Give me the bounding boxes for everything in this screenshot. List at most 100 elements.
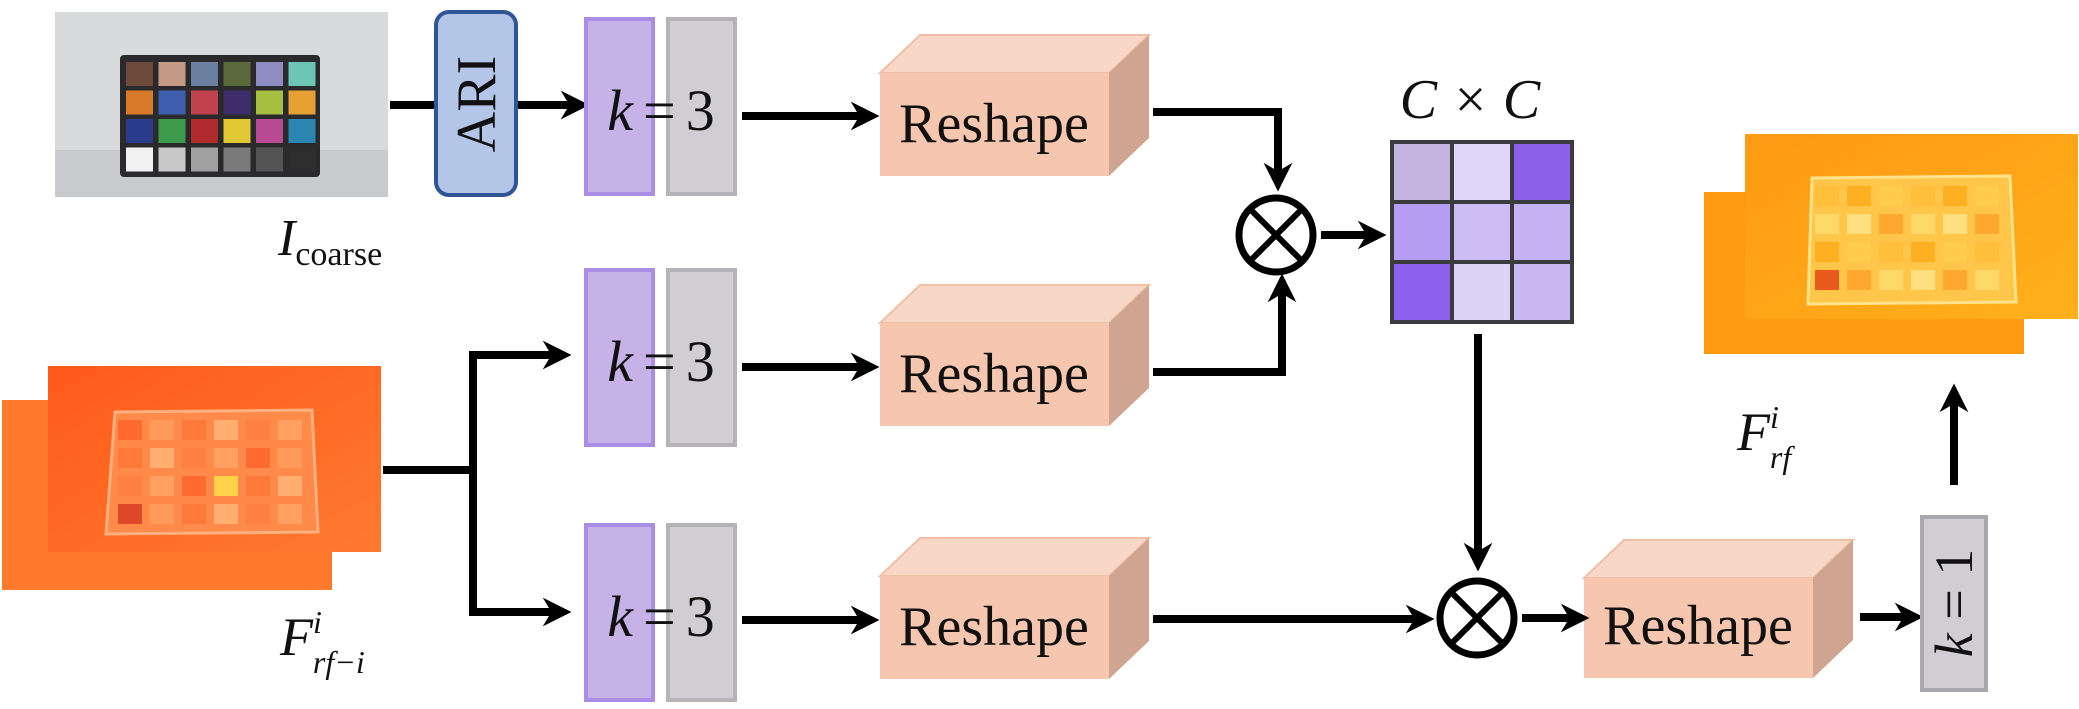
coarse-input-image xyxy=(55,12,388,197)
output-patch xyxy=(1847,270,1871,290)
output-patch xyxy=(1879,214,1903,234)
feature-patch xyxy=(246,448,270,468)
feature-patch xyxy=(182,420,206,440)
feature-patch xyxy=(246,420,270,440)
matrix-cell xyxy=(1450,140,1514,204)
matrix-cell xyxy=(1510,140,1574,204)
reshape-block-output: Reshape xyxy=(1581,539,1856,678)
output-patch xyxy=(1975,214,1999,234)
output-patch xyxy=(1943,186,1967,206)
svg-text:Reshape: Reshape xyxy=(899,596,1089,658)
output-patch xyxy=(1847,186,1871,206)
checker-swatch xyxy=(126,119,153,143)
output-patch xyxy=(1847,214,1871,234)
output-patch xyxy=(1879,186,1903,206)
feature-patch xyxy=(150,504,174,524)
output-patch xyxy=(1943,214,1967,234)
feature-patch xyxy=(118,504,142,524)
conv-k1-block: k = 1 xyxy=(1920,515,1988,692)
feature-patch xyxy=(278,420,302,440)
matrix-cell xyxy=(1390,200,1454,264)
matmul-operator-top xyxy=(1235,194,1317,276)
matrix-cell xyxy=(1450,200,1514,264)
feature-patch xyxy=(246,504,270,524)
checker-swatch xyxy=(256,119,283,143)
matrix-cell xyxy=(1390,140,1454,204)
matrix-cell xyxy=(1510,200,1574,264)
output-patch xyxy=(1815,270,1839,290)
checker-swatch xyxy=(191,147,218,172)
svg-text:k=3: k=3 xyxy=(607,584,714,649)
output-patch xyxy=(1943,270,1967,290)
feature-patch xyxy=(278,504,302,524)
checker-swatch xyxy=(256,62,283,86)
checker-swatch xyxy=(158,119,186,143)
cxc-attention-matrix xyxy=(1390,140,1574,324)
output-patch xyxy=(1847,242,1871,262)
arrow-feature-to-conv3 xyxy=(469,470,572,627)
feature-patch xyxy=(246,476,270,496)
coarse-label: Icoarse xyxy=(277,210,382,273)
output-feature-image xyxy=(1704,134,2078,354)
feature-patch xyxy=(150,448,174,468)
checker-swatch xyxy=(288,147,316,172)
checker-swatch xyxy=(158,90,186,115)
checker-swatch xyxy=(223,119,251,143)
output-patch xyxy=(1815,186,1839,206)
matrix-label: C × C xyxy=(1400,69,1541,131)
checker-swatch xyxy=(223,62,251,86)
arrow-reshape2-to-mult1 xyxy=(1153,273,1297,376)
svg-text:k=3: k=3 xyxy=(607,78,714,143)
checker-swatch xyxy=(223,147,251,172)
arrow-feature-to-conv2 xyxy=(469,340,572,470)
output-patch xyxy=(1943,242,1967,262)
checker-swatch xyxy=(126,62,153,86)
checker-swatch xyxy=(288,119,316,143)
output-patch xyxy=(1879,242,1903,262)
checker-swatch xyxy=(158,62,186,86)
checker-swatch xyxy=(191,62,218,86)
output-patch xyxy=(1815,214,1839,234)
feature-patch xyxy=(278,476,302,496)
output-patch xyxy=(1911,186,1935,206)
feature-patch xyxy=(278,448,302,468)
ari-label: ARI xyxy=(446,56,508,152)
feature-patch xyxy=(182,476,206,496)
checker-swatch xyxy=(256,90,283,115)
reshape-block-middle: Reshape xyxy=(877,284,1152,426)
checker-swatch xyxy=(191,90,218,115)
output-patch xyxy=(1911,214,1935,234)
svg-text:Reshape: Reshape xyxy=(899,343,1089,405)
feature-patch xyxy=(214,476,238,496)
feature-input-image xyxy=(2,366,381,590)
feature-patch xyxy=(214,448,238,468)
checker-swatch xyxy=(126,147,153,172)
matrix-cell xyxy=(1450,260,1514,324)
checker-swatch xyxy=(288,90,316,115)
matrix-cell xyxy=(1510,260,1574,324)
checker-swatch xyxy=(191,119,218,143)
arrow-reshape1-to-mult1 xyxy=(1153,108,1293,192)
matmul-operator-bottom xyxy=(1436,577,1518,659)
feature-patch xyxy=(182,448,206,468)
matrix-cell xyxy=(1390,260,1454,324)
feature-patch xyxy=(214,504,238,524)
checker-swatch xyxy=(256,147,283,172)
feature-patch xyxy=(182,504,206,524)
feature-patch xyxy=(214,420,238,440)
feature-patch xyxy=(118,420,142,440)
checker-swatch xyxy=(126,90,153,115)
feature-patch xyxy=(150,420,174,440)
svg-text:Reshape: Reshape xyxy=(899,93,1089,155)
output-patch xyxy=(1815,242,1839,262)
reshape-block-bottom: Reshape xyxy=(877,537,1152,679)
feature-patch xyxy=(118,476,142,496)
checker-swatch xyxy=(288,62,316,86)
checker-swatch xyxy=(223,90,251,115)
output-patch xyxy=(1879,270,1903,290)
output-patch xyxy=(1975,270,1999,290)
feature-patch xyxy=(118,448,142,468)
output-patch xyxy=(1911,270,1935,290)
